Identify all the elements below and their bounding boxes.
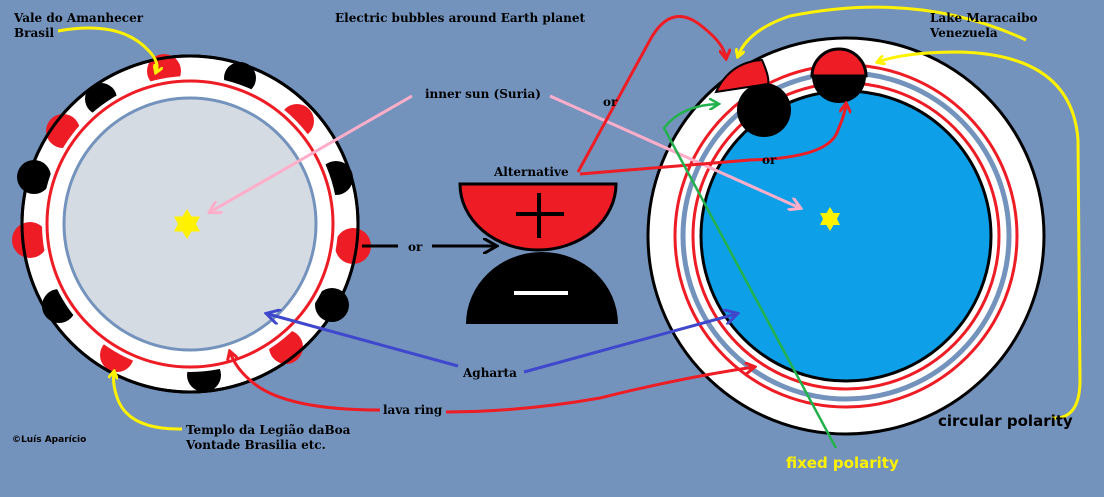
diagram-title: Electric bubbles around Earth planet [335, 11, 585, 25]
label-circular-polarity: circular polarity [938, 412, 1073, 430]
right-bubble-black [737, 83, 791, 137]
right-fixed-bubble [810, 47, 868, 103]
green-arrow-fixed-polarity [662, 104, 838, 449]
fixed-bubble-black-half [812, 76, 866, 103]
red-arrow-lava-left [230, 352, 381, 412]
red-arrow-lava-right [445, 367, 754, 414]
label-templo-line2: Vontade Brasilia etc. [185, 438, 326, 452]
label-templo-line1: Templo da Legião daBoa [186, 423, 351, 437]
red-arrow-to-red-bubble [576, 15, 726, 173]
left-lava-ring [45, 79, 335, 369]
label-vale-line1: Vale do Amanhecer [13, 11, 144, 25]
left-planet [12, 54, 371, 394]
label-fixed-polarity: fixed polarity [786, 454, 899, 472]
fixed-bubble-red-half [810, 47, 868, 78]
yellow-arrow-vale [57, 26, 157, 72]
yellow-arrow-templo [114, 372, 183, 431]
yellow-arrow-circular [878, 50, 1082, 420]
right-inner-sphere [699, 89, 993, 383]
pink-arrow-left-sun [210, 94, 413, 212]
label-lake-line2: Venezuela [929, 26, 998, 40]
pink-arrow-right-sun [549, 94, 800, 208]
label-or-right: or [762, 153, 777, 167]
blue-arrow-agharta-right [523, 314, 736, 374]
label-or-left: or [408, 240, 423, 254]
left-outer-border [20, 54, 360, 394]
label-lake-line1: Lake Maracaibo [930, 11, 1038, 25]
right-inner-sun-icon [820, 207, 840, 231]
text-labels: Electric bubbles around Earth planet Val… [12, 11, 1073, 472]
left-bubble-red [335, 228, 371, 264]
left-inner-sun-icon [174, 209, 200, 239]
label-agharta: Agharta [462, 366, 517, 380]
blue-arrow-agharta-left [268, 314, 459, 368]
label-copyright: ©Luís Aparício [12, 435, 86, 445]
red-arrow-to-fixed-bubble [579, 104, 846, 176]
right-bubble-red [714, 58, 770, 94]
right-planet [646, 36, 1046, 436]
label-alternative: Alternative [493, 165, 569, 179]
label-lava-ring: lava ring [383, 403, 443, 417]
plus-sign-icon [516, 193, 564, 238]
yellow-arrow-lake [738, 5, 1027, 56]
label-inner-sun: inner sun (Suria) [425, 87, 541, 101]
polarity-alternative [458, 182, 618, 324]
label-vale-line2: Brasil [14, 26, 55, 40]
label-or-top: or [603, 95, 618, 109]
arrows [57, 5, 1082, 449]
negative-hemisphere [466, 252, 618, 324]
